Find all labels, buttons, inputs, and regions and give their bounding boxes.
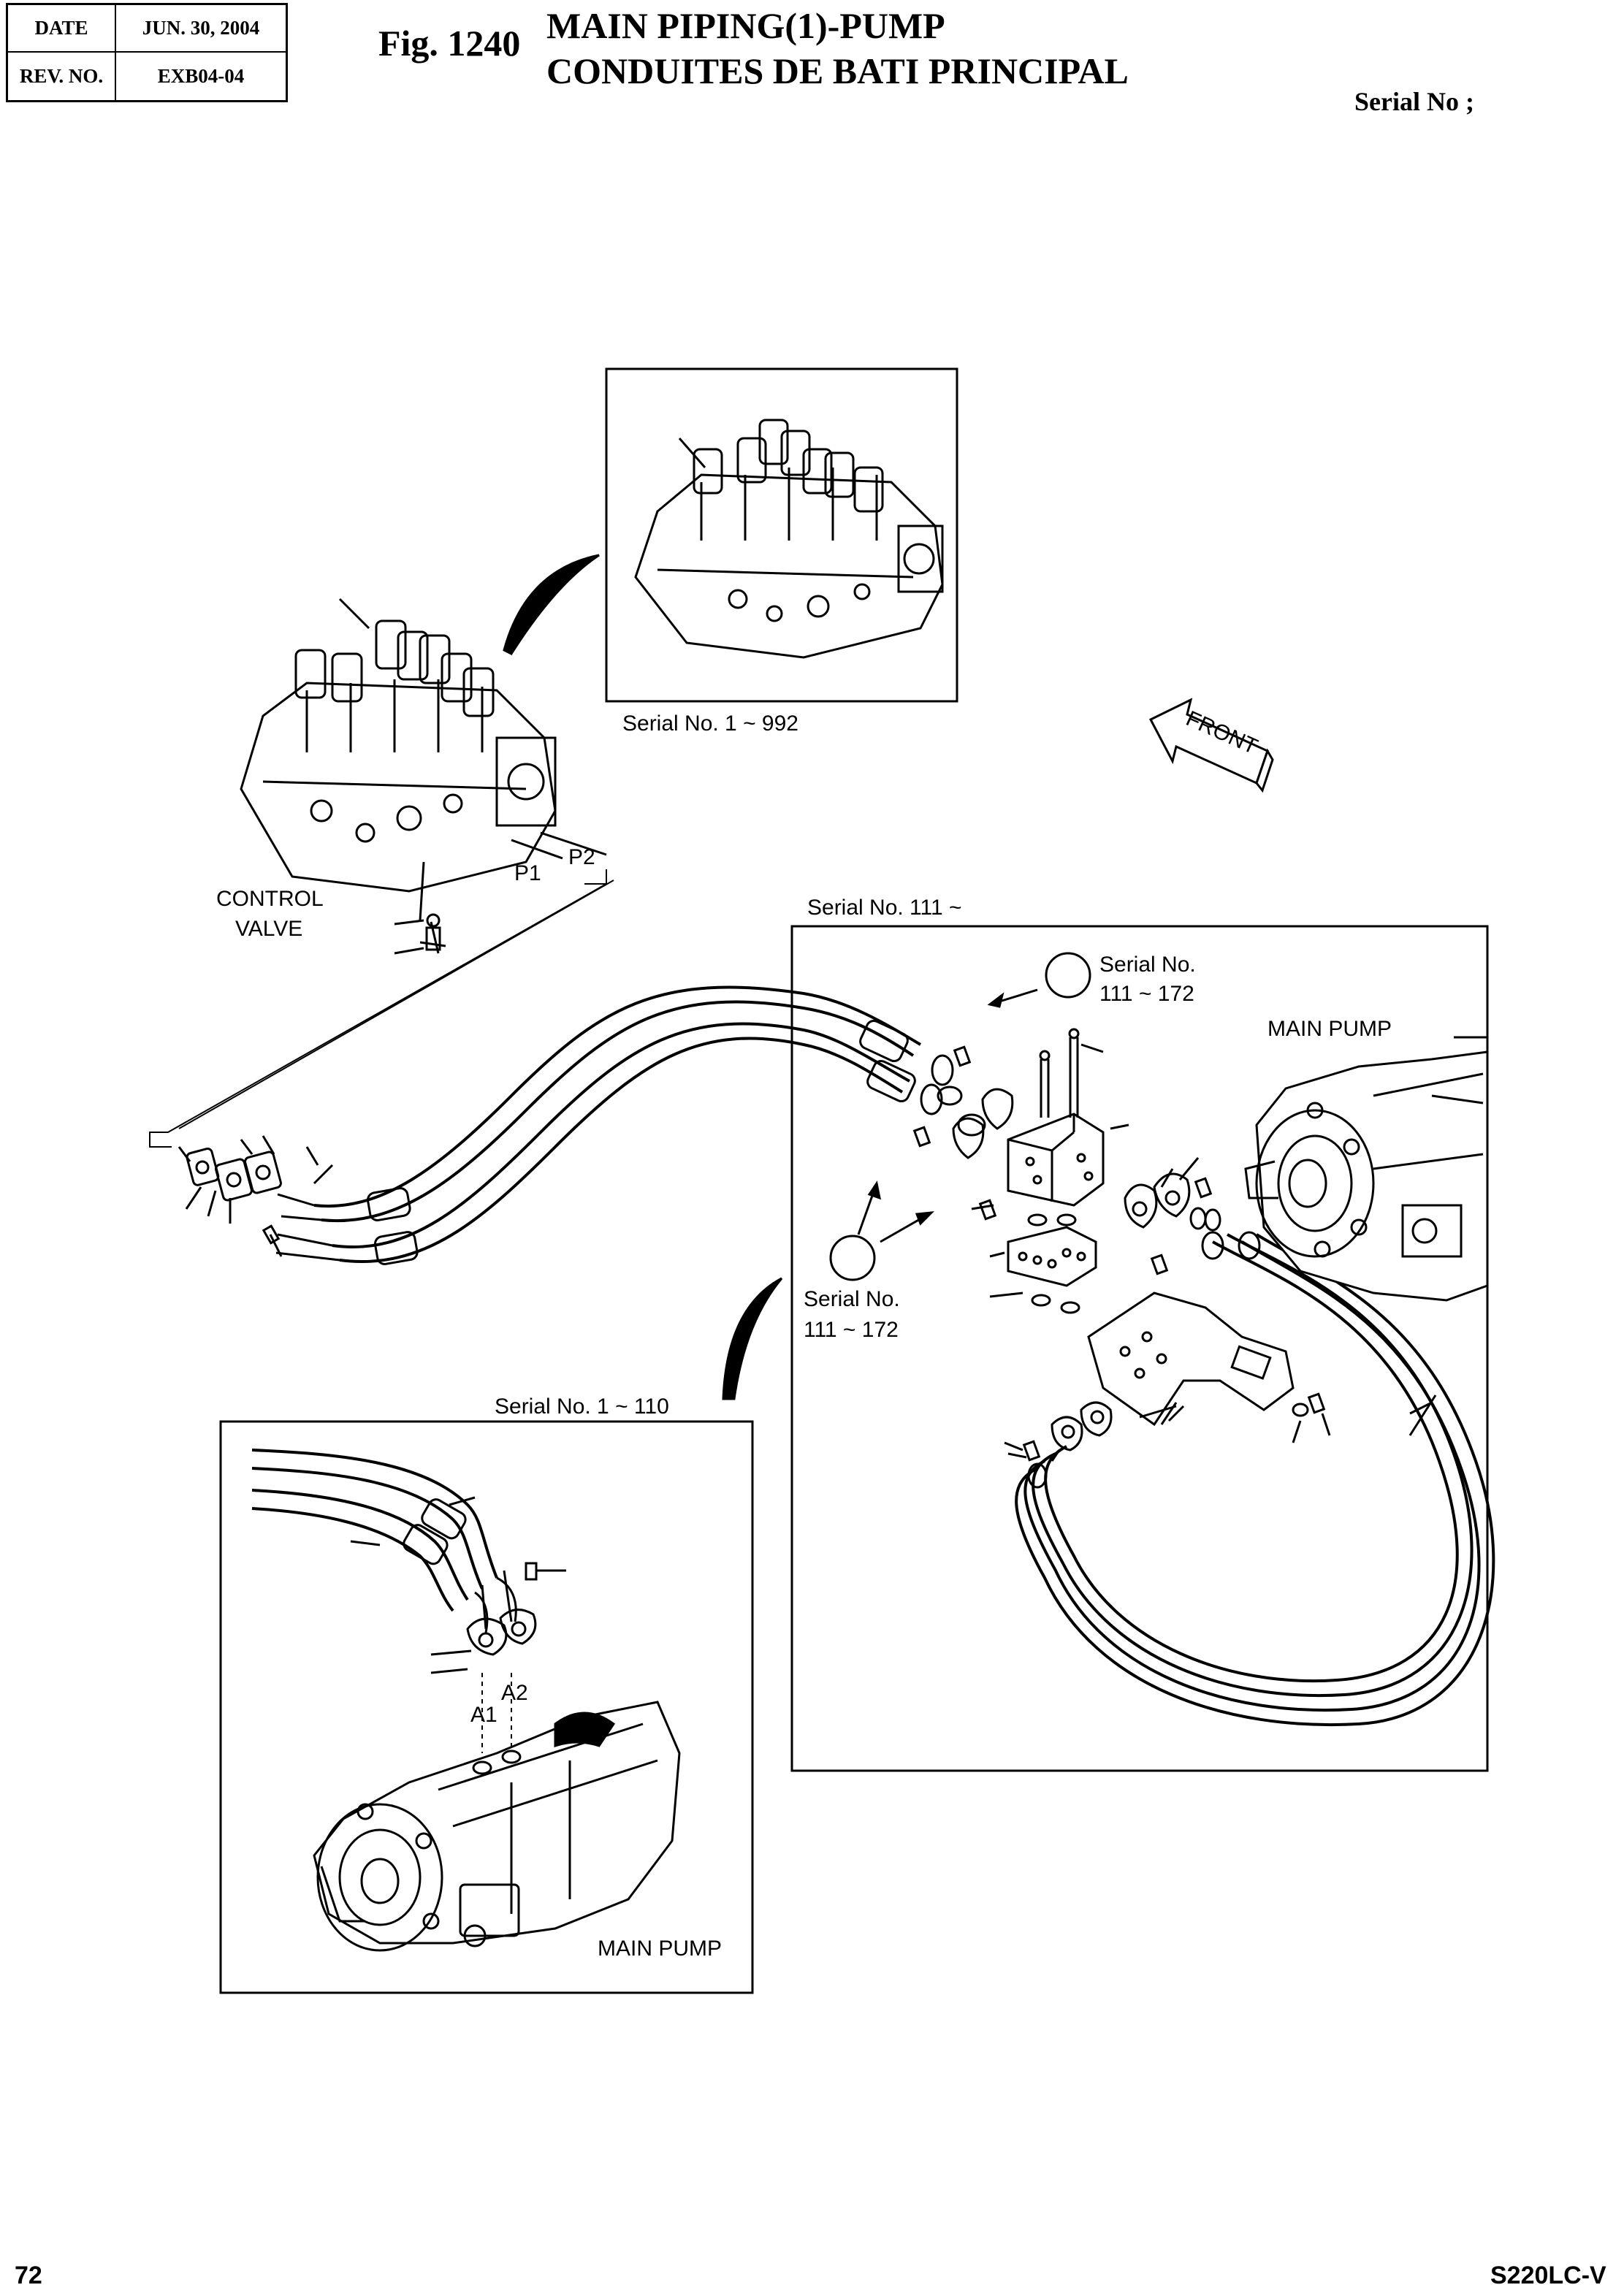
detail-callout-b: [829, 1235, 876, 1281]
callout-curve-top: [503, 554, 600, 655]
detail-callout-a: [1045, 952, 1091, 999]
model-number: S220LC-V: [1490, 2262, 1606, 2289]
header-info-table: DATE JUN. 30, 2004 REV. NO. EXB04-04: [6, 3, 288, 102]
label-detail-a-line1: Serial No.: [1099, 953, 1196, 977]
page-title: MAIN PIPING(1)-PUMP CONDUITES DE BATI PR…: [546, 3, 1129, 94]
manifold-plate: [971, 1199, 1097, 1314]
label-serial-111: Serial No. 111 ~: [807, 896, 962, 920]
inset-box-bottom-left: [219, 1420, 754, 1994]
manifold-block: [1007, 1028, 1129, 1207]
label-p1: P1: [514, 861, 541, 885]
label-main-pump-right: MAIN PUMP: [1267, 1017, 1392, 1041]
rev-value: EXB04-04: [157, 65, 245, 87]
date-label: DATE: [8, 5, 116, 53]
label-control-valve-line2: VALVE: [235, 917, 302, 941]
date-value: JUN. 30, 2004: [116, 5, 286, 53]
rev-label: REV. NO.: [8, 53, 116, 100]
label-p2: P2: [568, 845, 595, 869]
reference-line-valve: [149, 869, 607, 1148]
figure-number: Fig. 1240: [378, 23, 521, 64]
flange-pair-right: [1124, 1157, 1221, 1275]
inset-box-right: [790, 925, 1489, 1772]
front-arrow: [1148, 698, 1274, 793]
label-detail-b-line2: 111 ~ 172: [804, 1318, 899, 1342]
label-detail-a-line2: 111 ~ 172: [1099, 982, 1194, 1006]
control-valve-drawing: [240, 598, 607, 955]
hose-assembly-main: [275, 985, 954, 1265]
bracket-drawing: [1087, 1292, 1331, 1443]
page-number: 72: [15, 2262, 42, 2289]
reference-line-valve-2: [178, 880, 614, 1129]
label-control-valve-line1: CONTROL: [216, 887, 324, 911]
label-serial-1-110: Serial No. 1 ~ 110: [495, 1395, 669, 1419]
hose-loop-right: [1015, 1231, 1495, 1727]
main-pump-right-drawing: [1244, 1036, 1489, 1302]
label-serial-1-992: Serial No. 1 ~ 992: [622, 711, 798, 736]
control-valve-inset-drawing: [634, 419, 944, 659]
hose-inset-bottom: [251, 1449, 566, 1753]
label-a2: A2: [501, 1681, 528, 1705]
main-pump-left-drawing: [313, 1701, 681, 1952]
label-main-pump-left: MAIN PUMP: [598, 1937, 722, 1961]
title-line-2: CONDUITES DE BATI PRINCIPAL: [546, 50, 1129, 91]
left-flange-group: [178, 1135, 334, 1257]
title-line-1: MAIN PIPING(1)-PUMP: [546, 5, 945, 46]
label-a1: A1: [470, 1703, 498, 1727]
flange-pair-upper: [912, 1045, 1014, 1159]
label-detail-b-line1: Serial No.: [804, 1287, 900, 1311]
callout-curve-bottom: [722, 1277, 783, 1400]
serial-number-label: Serial No ;: [1354, 87, 1474, 116]
flanges-lower: [1004, 1401, 1113, 1489]
inset-box-top: [605, 367, 958, 703]
